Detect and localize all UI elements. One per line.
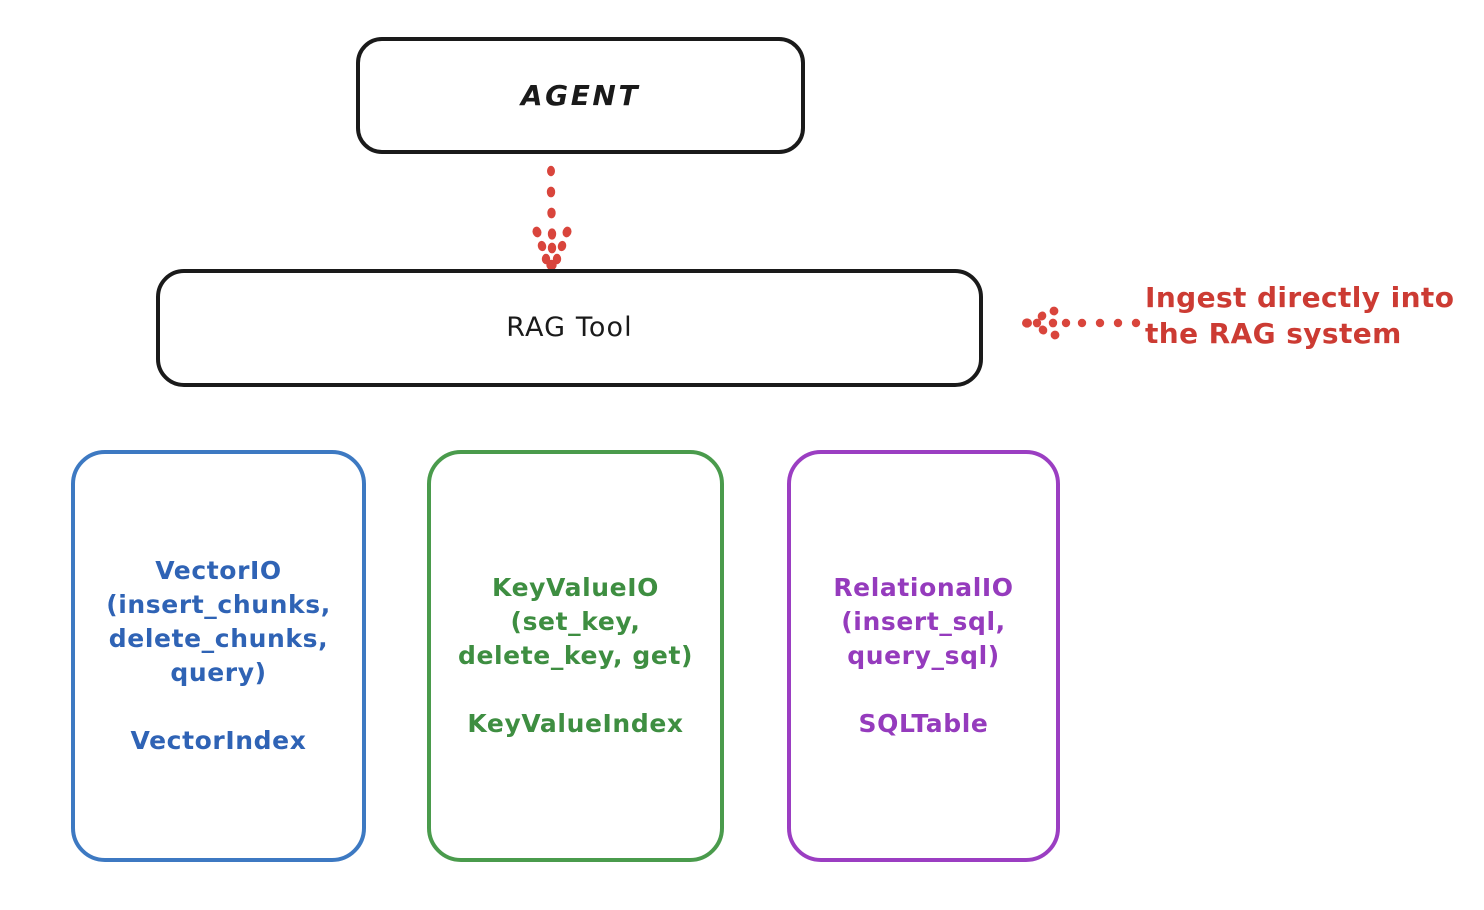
rag-tool-node-label: RAG Tool xyxy=(506,311,633,343)
rag-tool-node[interactable]: RAG Tool xyxy=(156,269,983,387)
relational-io-node[interactable]: RelationalIO (insert_sql, query_sql) SQL… xyxy=(787,450,1060,862)
agent-to-rag-tool-connector xyxy=(532,165,572,270)
agent-node-label: AGENT xyxy=(520,78,641,112)
agent-node[interactable]: AGENT xyxy=(356,37,805,154)
vector-io-node[interactable]: VectorIO (insert_chunks, delete_chunks, … xyxy=(71,450,366,862)
ingest-arrow-icon xyxy=(1022,306,1141,340)
ingest-annotation-text: Ingest directly into the RAG system xyxy=(1145,281,1455,350)
relational-io-node-label: RelationalIO (insert_sql, query_sql) SQL… xyxy=(833,573,1014,738)
key-value-io-node-label: KeyValueIO (set_key, delete_key, get) Ke… xyxy=(457,573,694,738)
vector-io-node-label: VectorIO (insert_chunks, delete_chunks, … xyxy=(106,556,331,755)
key-value-io-node[interactable]: KeyValueIO (set_key, delete_key, get) Ke… xyxy=(427,450,724,862)
